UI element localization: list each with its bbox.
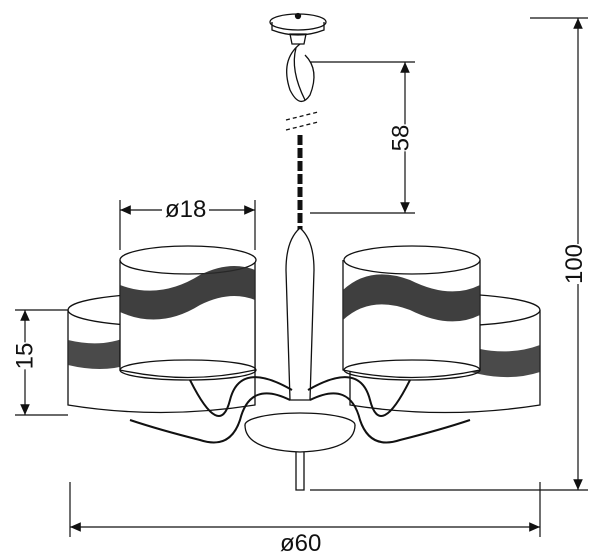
ceiling-canopy xyxy=(269,12,327,45)
total-diameter-label: ø60 xyxy=(280,530,322,557)
central-stem xyxy=(285,227,315,491)
chain xyxy=(285,43,319,230)
shade-front-left xyxy=(119,245,257,381)
shade-height-label: 15 xyxy=(11,342,40,370)
total-height-label: 100 xyxy=(561,243,590,285)
arms xyxy=(129,376,471,444)
center-bowl xyxy=(244,412,356,453)
shade-front-right xyxy=(342,245,481,381)
shade-diameter-label: ø18 xyxy=(162,196,210,224)
chain-length-label: 58 xyxy=(387,124,416,152)
